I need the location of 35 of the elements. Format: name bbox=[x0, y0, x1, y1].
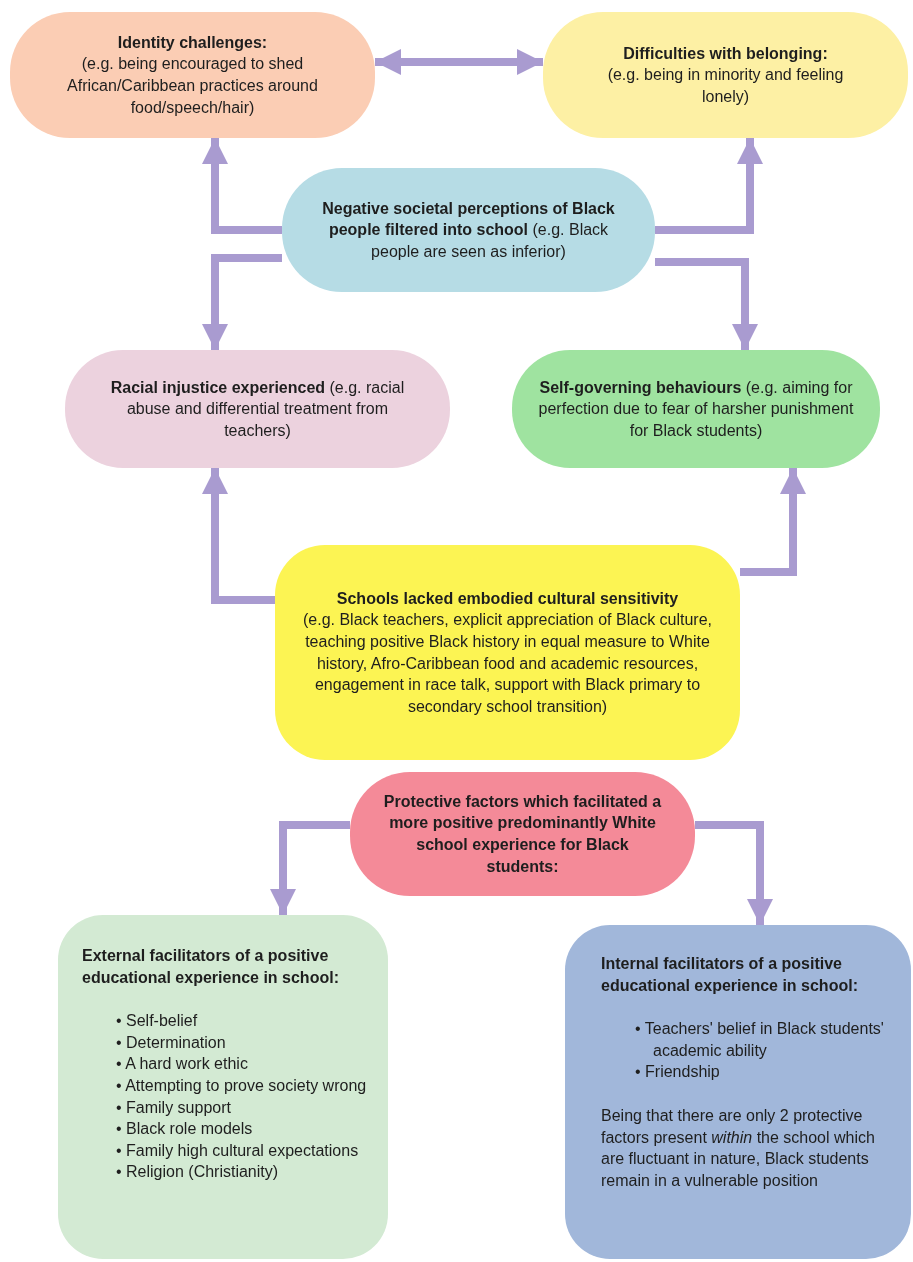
box-heading: Schools lacked embodied cultural sensitivity bbox=[336, 588, 679, 609]
bullet-item: • Religion (Christianity) bbox=[116, 1162, 280, 1183]
box-text: (e.g. being in minority and feeling lonely) bbox=[606, 65, 845, 107]
bullet-item: • Friendship bbox=[635, 1062, 721, 1083]
arrow bbox=[695, 821, 773, 925]
bullet-item: • Attempting to prove society wrong bbox=[116, 1075, 368, 1096]
bullet-item: • Family high cultural expectations bbox=[116, 1140, 360, 1161]
box-text: Racial injustice experienced (e.g. racial abuse and differential treatment from teachers) bbox=[109, 377, 406, 441]
bullet-item: • A hard work ethic bbox=[116, 1054, 249, 1075]
arrow bbox=[655, 258, 758, 350]
box-text: (e.g. being encouraged to shed African/Caribbean practices around food/speech/hair) bbox=[66, 54, 319, 118]
box-heading: Protective factors which facilitated a more positive predominantly White school experience for Black students: bbox=[382, 791, 663, 877]
bullet-item: • Black role models bbox=[116, 1119, 254, 1140]
box-text: Negative societal perceptions of Black people filtered into school (e.g. Black people are seen as inferior) bbox=[321, 198, 616, 262]
arrow bbox=[375, 49, 543, 75]
bullet-item: • Teachers' belief in Black students' academic ability bbox=[635, 1019, 885, 1061]
rounded-box bbox=[275, 545, 740, 760]
rounded-box bbox=[565, 925, 911, 1259]
arrow bbox=[202, 138, 282, 234]
arrow bbox=[740, 468, 806, 576]
arrow bbox=[270, 821, 350, 915]
box-text: (e.g. Black teachers, explicit appreciation of Black culture, teaching positive Black history in equal measure to White history, Afro-Caribbean food and academic resources, engagement in race talk, support with Black primary to secondary school transition) bbox=[301, 610, 714, 717]
bullet-item: • Family support bbox=[116, 1097, 232, 1118]
arrow bbox=[655, 138, 763, 234]
arrow bbox=[202, 254, 282, 350]
box-heading: Identity challenges: bbox=[117, 32, 268, 53]
rounded-box bbox=[58, 915, 388, 1259]
box-heading: Difficulties with belonging: bbox=[623, 43, 828, 64]
bullet-item: • Determination bbox=[116, 1032, 227, 1053]
arrow bbox=[202, 468, 275, 604]
box-heading: External facilitators of a positive educational experience in school: bbox=[82, 946, 340, 988]
box-text: Self-governing behaviours (e.g. aiming for perfection due to fear of harsher punishment for Black students) bbox=[537, 377, 855, 441]
box-text: Being that there are only 2 protective factors present within the school which are fluctuant in nature, Black students remain in a vulnerable position bbox=[601, 1105, 876, 1191]
box-heading: Internal facilitators of a positive educational experience in school: bbox=[601, 954, 859, 996]
bullet-item: • Self-belief bbox=[116, 1011, 199, 1032]
